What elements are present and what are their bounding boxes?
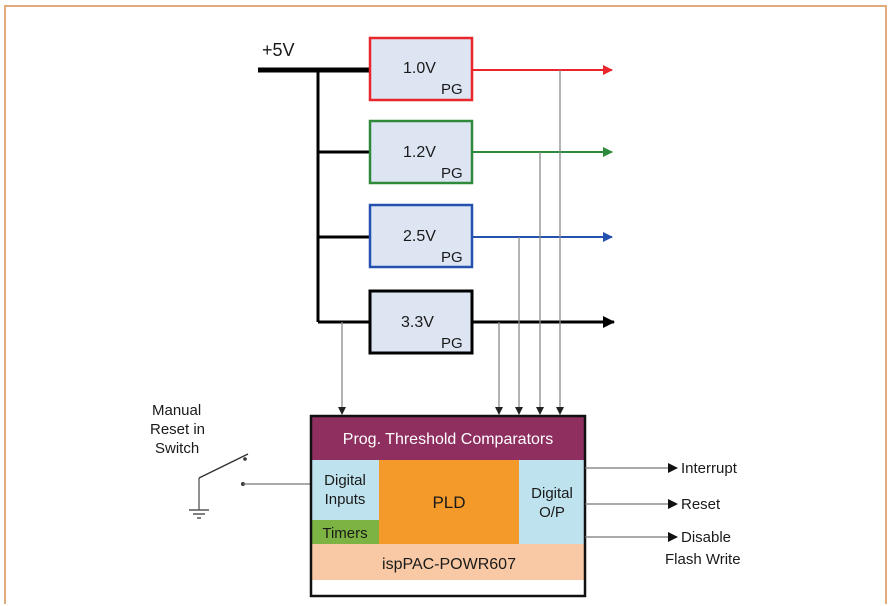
- output-reset-label: Reset: [681, 496, 721, 513]
- manual-reset-label-line2: Reset in: [150, 421, 205, 438]
- regulator-pg: PG: [441, 81, 463, 98]
- sense-lines: [338, 70, 564, 415]
- chip-name-label: ispPAC-POWR607: [382, 556, 516, 573]
- digital-op-block: [519, 460, 585, 544]
- chip-outline: [309, 414, 587, 598]
- timers-block: [311, 520, 379, 544]
- chip-comparators-block: [311, 416, 585, 460]
- regulator-pg: PG: [441, 165, 463, 182]
- digital-inputs-line2: Inputs: [325, 491, 366, 508]
- comparators-label: Prog. Threshold Comparators: [343, 431, 553, 448]
- figure-frame: [4, 5, 887, 604]
- regulator-voltage: 1.0V: [403, 60, 436, 77]
- digital-op-line1: Digital: [531, 485, 573, 502]
- regulator-voltage: 3.3V: [401, 314, 434, 331]
- digital-inputs-line1: Digital: [324, 472, 366, 489]
- regulator-2-5v: 2.5V PG: [368, 203, 474, 269]
- regulator-pg: PG: [441, 249, 463, 266]
- chip-outputs: Interrupt Reset Disable Flash Write: [585, 460, 741, 568]
- manual-reset-label-line3: Switch: [155, 440, 199, 457]
- regulator-voltage: 1.2V: [403, 144, 436, 161]
- pld-label: PLD: [432, 493, 465, 512]
- manual-reset-switch: Manual Reset in Switch: [150, 402, 311, 519]
- digital-op-line2: O/P: [539, 504, 565, 521]
- regulator-1-0v: 1.0V PG: [368, 36, 474, 102]
- regulator-3-3v: 3.3V PG: [368, 289, 474, 355]
- digital-inputs-block: [311, 460, 379, 520]
- output-interrupt-label: Interrupt: [681, 460, 738, 477]
- output-disable-line1: Disable: [681, 529, 731, 546]
- regulator-pg: PG: [441, 335, 463, 352]
- chip-isppac-powr607: Prog. Threshold Comparators Digital Inpu…: [309, 414, 587, 598]
- regulator-voltage: 2.5V: [403, 228, 436, 245]
- output-disable-line2: Flash Write: [665, 551, 741, 568]
- timers-label: Timers: [322, 525, 367, 542]
- regulator-1-2v: 1.2V PG: [368, 119, 474, 185]
- chip-name-block: [311, 544, 585, 580]
- pld-block: [379, 460, 519, 544]
- supply-label: +5V: [262, 40, 295, 60]
- manual-reset-label-line1: Manual: [152, 402, 201, 419]
